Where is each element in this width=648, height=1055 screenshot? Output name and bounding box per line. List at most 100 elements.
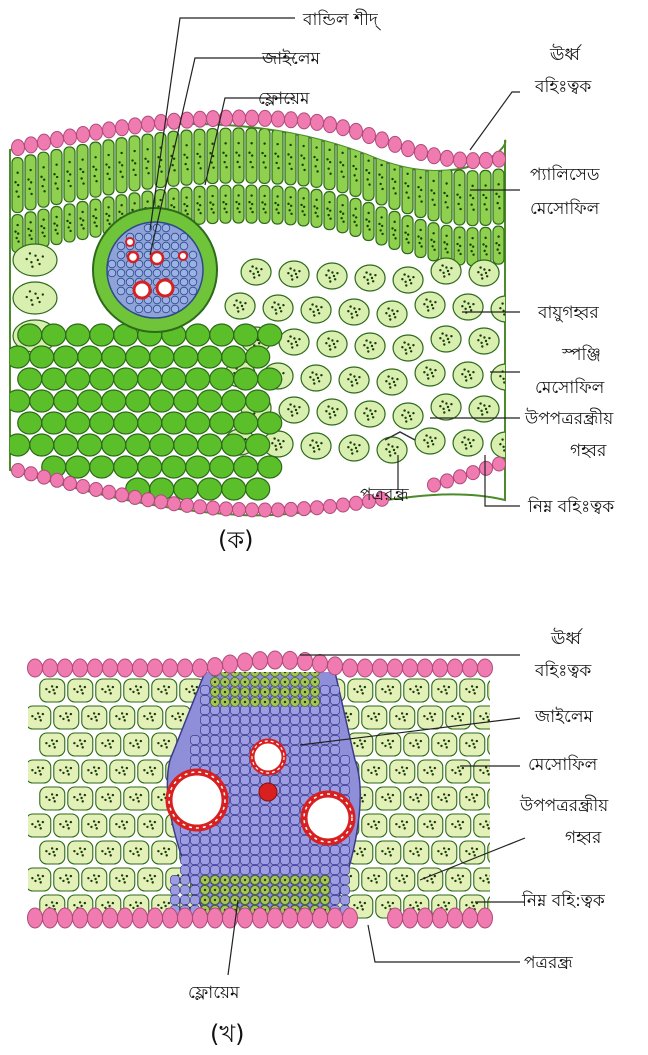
ground-cell xyxy=(90,368,114,390)
ground-cell xyxy=(126,346,150,368)
chloroplast xyxy=(121,766,123,768)
chloroplast xyxy=(447,406,449,408)
chloroplast xyxy=(360,905,362,907)
chloroplast xyxy=(40,719,42,721)
chloroplast xyxy=(68,881,70,883)
chloroplast xyxy=(412,276,414,278)
mesophyll-cell xyxy=(124,733,149,756)
chloroplast xyxy=(450,403,452,405)
chloroplast xyxy=(470,203,472,205)
chloroplast xyxy=(107,206,109,208)
spongy-cell xyxy=(339,299,369,325)
chloroplast xyxy=(68,773,70,775)
mesophyll-cell xyxy=(54,868,79,891)
chloroplast xyxy=(146,148,148,150)
chloroplast xyxy=(87,769,89,771)
chloroplast xyxy=(250,194,252,196)
vascular-cell xyxy=(251,866,260,875)
chloroplast xyxy=(470,445,472,447)
chloroplast xyxy=(518,276,520,278)
chloroplast xyxy=(288,163,290,165)
spongy-cell xyxy=(301,433,331,459)
chloroplast xyxy=(485,340,487,342)
chloroplast xyxy=(472,439,474,441)
vascular-cell xyxy=(191,746,200,755)
chloroplast xyxy=(87,715,89,717)
chloroplast xyxy=(315,305,317,307)
chloroplast xyxy=(184,163,186,165)
chloroplast xyxy=(172,198,174,200)
chloroplast xyxy=(388,315,390,317)
chloroplast xyxy=(51,739,53,741)
chloroplast xyxy=(237,142,239,144)
vascular-cell xyxy=(311,866,320,875)
chloroplast xyxy=(16,172,18,174)
chloroplast xyxy=(353,742,355,744)
epidermis-cell xyxy=(207,501,220,515)
chloroplast xyxy=(225,203,227,205)
chloroplast xyxy=(427,309,429,311)
epidermis-cell xyxy=(298,908,313,928)
vascular-cell xyxy=(251,856,260,865)
vascular-cell xyxy=(231,846,240,855)
phloem-dot xyxy=(314,889,316,891)
chloroplast xyxy=(48,799,50,801)
vascular-cell xyxy=(331,876,340,885)
chloroplast xyxy=(355,168,357,170)
vascular-cell xyxy=(341,756,350,765)
vascular-cell xyxy=(135,269,143,277)
chloroplast xyxy=(56,187,58,189)
epidermis-cell xyxy=(350,123,363,139)
chloroplast xyxy=(248,201,250,203)
vascular-cell xyxy=(331,776,340,785)
epidermis-cell xyxy=(337,498,350,512)
chloroplast xyxy=(329,217,331,219)
chloroplast xyxy=(415,793,417,795)
vascular-cell xyxy=(281,796,290,805)
chloroplast xyxy=(362,800,364,802)
chloroplast xyxy=(387,847,389,849)
chloroplast xyxy=(31,823,33,825)
spongy-cell xyxy=(317,263,347,289)
vascular-cell xyxy=(301,726,310,735)
chloroplast xyxy=(517,268,519,270)
chloroplast xyxy=(275,208,277,210)
chloroplast xyxy=(291,414,293,416)
mesophyll-cell xyxy=(362,814,387,837)
chloroplast xyxy=(136,851,138,853)
chloroplast xyxy=(293,269,295,271)
chloroplast xyxy=(465,796,467,798)
vascular-cell xyxy=(301,716,310,725)
chloroplast xyxy=(66,220,68,222)
chloroplast xyxy=(381,176,383,178)
phloem-dot xyxy=(204,879,206,881)
vascular-cell xyxy=(291,856,300,865)
chloroplast xyxy=(451,715,453,717)
chloroplast xyxy=(339,211,341,213)
ground-cell xyxy=(222,478,246,500)
mesophyll-cell xyxy=(390,760,415,783)
epidermis-cell xyxy=(103,485,116,499)
vascular-cell xyxy=(231,816,240,825)
chloroplast xyxy=(291,346,293,348)
label-spongy-a-1: স্পঞ্জি xyxy=(561,344,601,365)
chloroplast xyxy=(312,379,314,381)
chloroplast xyxy=(66,824,68,826)
vascular-cell xyxy=(201,726,210,735)
chloroplast xyxy=(164,905,166,907)
vascular-cell xyxy=(211,726,220,735)
chloroplast xyxy=(446,746,448,748)
epidermis-cell xyxy=(58,659,73,677)
chloroplast xyxy=(418,854,420,856)
spongy-cell xyxy=(317,399,347,425)
chloroplast xyxy=(418,242,420,244)
mesophyll-cell xyxy=(488,679,513,702)
epidermis-cell xyxy=(220,502,233,516)
epidermis-cell xyxy=(433,659,448,677)
chloroplast xyxy=(225,166,227,168)
epidermis-cell xyxy=(51,132,64,148)
chloroplast xyxy=(380,164,382,166)
chloroplast xyxy=(456,193,458,195)
vascular-cell xyxy=(181,886,190,895)
phloem-dot xyxy=(304,671,306,673)
